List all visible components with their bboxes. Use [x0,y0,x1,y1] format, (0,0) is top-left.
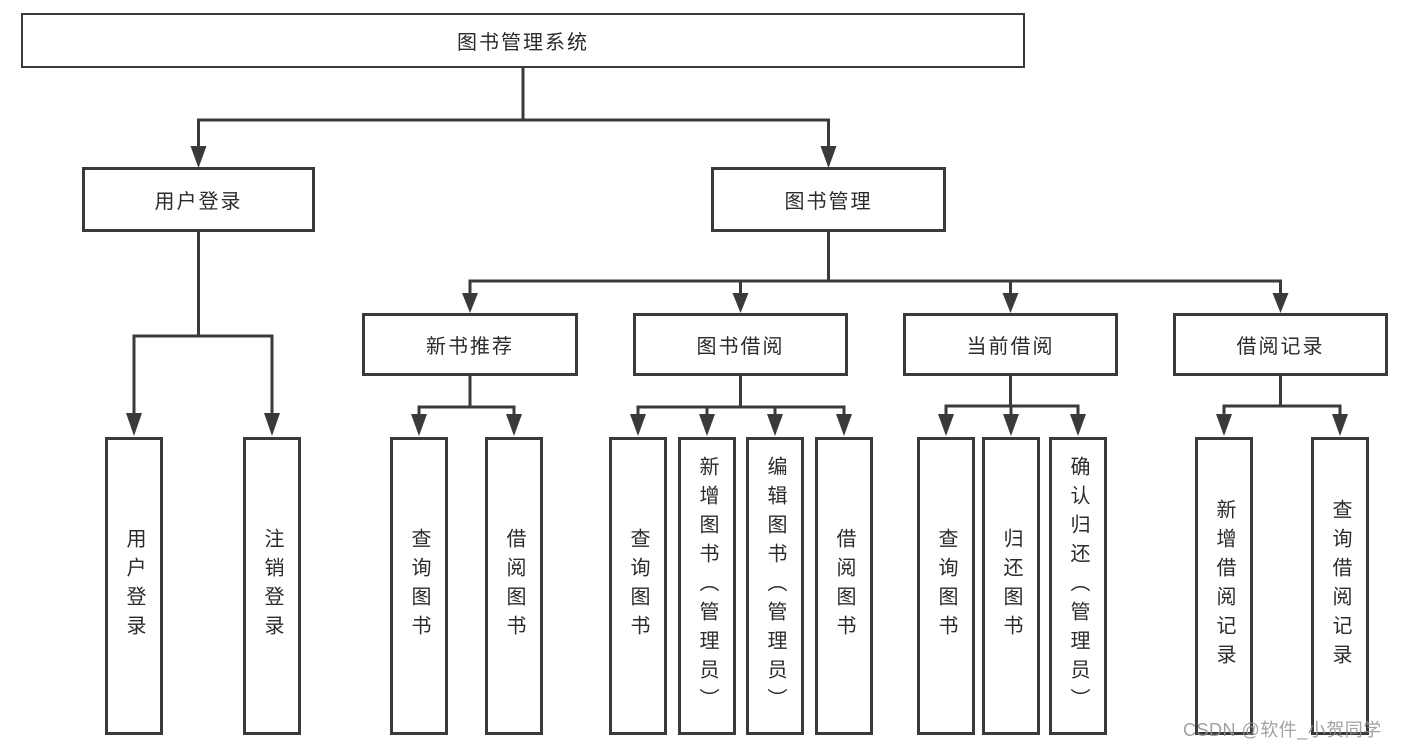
leaf-add-books-admin-label: 新增图书（管理员） [696,455,718,717]
node-user-login: 用户登录 [82,167,315,232]
leaf-add-borrow-record: 新增借阅记录 [1195,437,1253,735]
leaf-query-borrow-record-label: 查询借阅记录 [1329,499,1351,673]
leaf-return-books: 归还图书 [982,437,1040,735]
node-system-root: 图书管理系统 [21,13,1025,68]
leaf-add-books-admin: 新增图书（管理员） [678,437,736,735]
node-borrow-records: 借阅记录 [1173,313,1388,376]
leaf-query-borrow-record: 查询借阅记录 [1311,437,1369,735]
csdn-watermark: CSDN @软件_小贺同学 [1183,720,1382,740]
node-borrow-records-label: 借阅记录 [1236,336,1325,358]
leaf-user-login: 用户登录 [105,437,163,735]
leaf-user-login-label: 用户登录 [123,528,145,644]
leaf-return-books-label: 归还图书 [1000,528,1022,644]
leaf-borrow-books: 借阅图书 [815,437,873,735]
leaf-query-books-borrow-label: 查询图书 [627,528,649,644]
leaf-confirm-return-admin: 确认归还（管理员） [1049,437,1107,735]
node-new-book-recommend: 新书推荐 [362,313,578,376]
node-system-root-label: 图书管理系统 [457,32,589,54]
leaf-query-books-recommend-label: 查询图书 [408,528,430,644]
leaf-query-books-recommend: 查询图书 [390,437,448,735]
leaf-query-books-borrow: 查询图书 [609,437,667,735]
arrowheads [126,146,1348,436]
node-current-borrow-label: 当前借阅 [966,336,1055,358]
leaf-query-books-current: 查询图书 [917,437,975,735]
leaf-logout-label: 注销登录 [261,528,283,644]
node-user-login-label: 用户登录 [154,191,243,213]
leaf-borrow-books-recommend: 借阅图书 [485,437,543,735]
leaf-edit-books-admin-label: 编辑图书（管理员） [764,455,786,717]
leaf-edit-books-admin: 编辑图书（管理员） [746,437,804,735]
node-book-management-label: 图书管理 [784,191,873,213]
leaf-logout: 注销登录 [243,437,301,735]
node-book-management: 图书管理 [711,167,946,232]
leaf-borrow-books-label: 借阅图书 [833,528,855,644]
node-new-book-recommend-label: 新书推荐 [426,336,514,358]
leaf-borrow-books-recommend-label: 借阅图书 [503,528,525,644]
node-book-borrow: 图书借阅 [633,313,848,376]
leaf-add-borrow-record-label: 新增借阅记录 [1213,499,1235,673]
node-current-borrow: 当前借阅 [903,313,1118,376]
leaf-query-books-current-label: 查询图书 [935,528,957,644]
node-book-borrow-label: 图书借阅 [696,336,785,358]
leaf-confirm-return-admin-label: 确认归还（管理员） [1067,455,1089,717]
